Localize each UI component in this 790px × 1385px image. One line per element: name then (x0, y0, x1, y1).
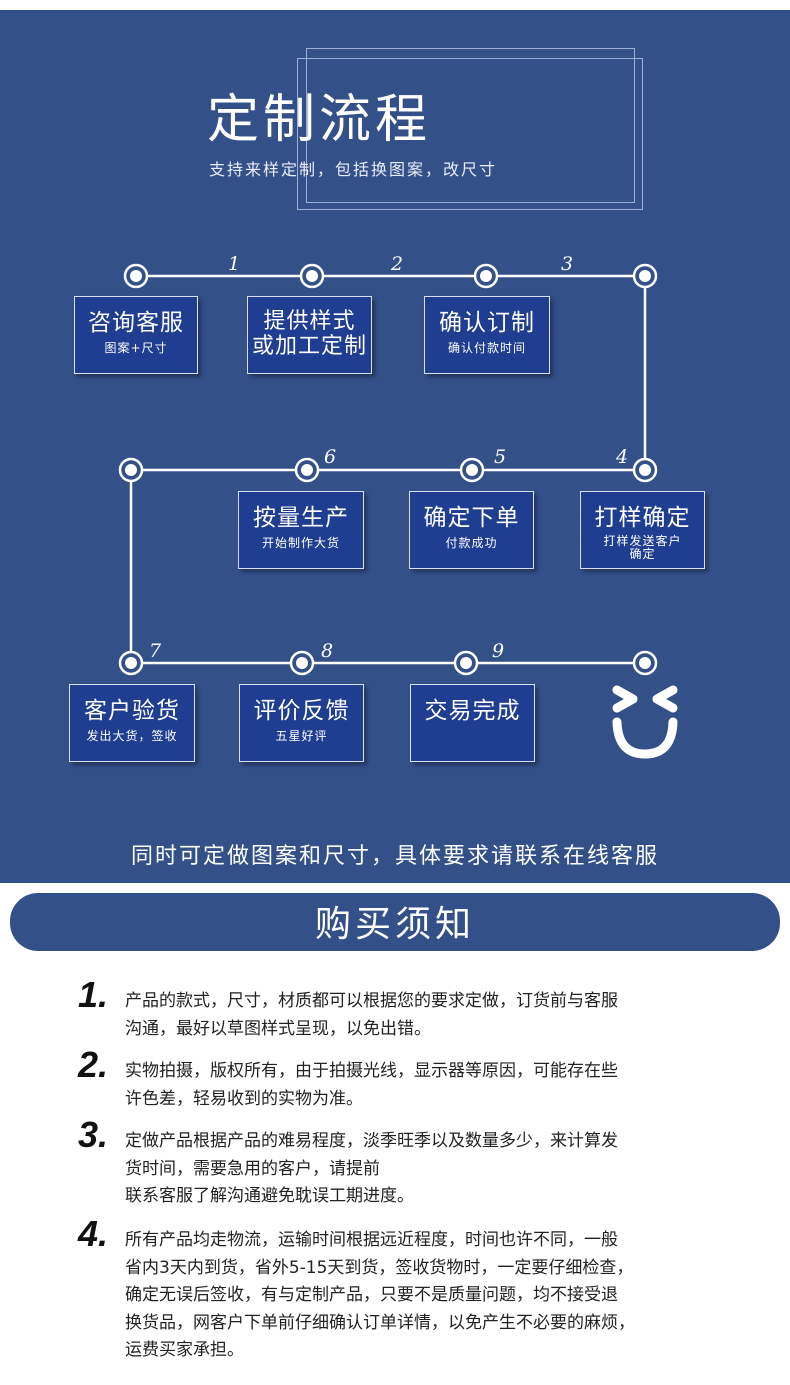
notice-item-text: 实物拍摄，版权所有，由于拍摄光线，显示器等原因，可能存在些 许色差，轻易收到的实… (125, 1058, 735, 1113)
step-title: 打样确定 (594, 505, 691, 531)
notice-line: 所有产品均走物流，运输时间根据远近程度，时间也许不同，一般 (125, 1230, 618, 1250)
step-title: 确认订制 (439, 310, 535, 336)
notice-line: 联系客服了解沟通避免耽误工期进度。 (125, 1186, 414, 1206)
flow-node-dot (473, 263, 499, 289)
page-subtitle: 支持来样定制，包括换图案，改尺寸 (209, 160, 498, 179)
step-subtitle-line: 打样发送客户 (603, 534, 682, 548)
step-number: 3 (561, 253, 574, 275)
flow-node-dot (299, 263, 325, 289)
step-number: 8 (321, 640, 334, 662)
notice-line: 沟通，最好以草图样式呈现，以免出错。 (125, 1018, 431, 1039)
step-box-produce: 按量生产 开始制作大货 (238, 491, 364, 569)
step-title: 客户验货 (84, 698, 180, 724)
step-title: 评价反馈 (253, 698, 350, 724)
step-number: 2 (391, 253, 404, 275)
step-box-complete: 交易完成 (410, 684, 535, 762)
step-box-place-order: 确定下单 付款成功 (409, 491, 534, 569)
notice-item-text: 所有产品均走物流，运输时间根据远近程度，时间也许不同，一般 省内3天内到货，省外… (125, 1227, 735, 1365)
step-title: 咨询客服 (88, 310, 184, 336)
flow-node-dot (289, 650, 315, 676)
flow-node-dot (118, 457, 144, 483)
step-subtitle: 付款成功 (445, 536, 498, 550)
step-box-sample: 打样确定 打样发送客户确定 (580, 491, 705, 569)
step-box-provide-sample: 提供样式或加工定制 (247, 296, 372, 374)
step-number: 6 (324, 446, 337, 468)
notice-line: 定做产品根据产品的难易程度，淡季旺季以及数量多少，来计算发 (125, 1131, 618, 1151)
notice-line: 产品的款式，尺寸，材质都可以根据您的要求定做，订货前与客服 (125, 991, 618, 1011)
step-box-consult: 咨询客服 图案+尺寸 (74, 296, 198, 374)
step-number: 1 (228, 253, 241, 275)
notice-line: 许色差，轻易收到的实物为准。 (125, 1088, 363, 1109)
title-frame-inner (306, 48, 635, 203)
step-title-line: 或加工定制 (251, 334, 367, 359)
flow-node-dot (294, 457, 320, 483)
step-subtitle-line: 确定 (629, 547, 656, 561)
flow-node-dot (123, 263, 149, 289)
step-title: 提供样式或加工定制 (248, 309, 371, 359)
notice-item-number: 3. (78, 1114, 109, 1155)
notice-item-text: 产品的款式，尺寸，材质都可以根据您的要求定做，订货前与客服 沟通，最好以草图样式… (125, 988, 735, 1043)
step-number: 7 (149, 640, 162, 662)
flow-node-dot (632, 650, 658, 676)
step-subtitle: 打样发送客户确定 (581, 535, 704, 561)
page-title: 定制流程 (207, 90, 432, 150)
step-number: 9 (492, 640, 505, 662)
step-title: 按量生产 (253, 505, 349, 531)
notice-line: 实物拍摄，版权所有，由于拍摄光线，显示器等原因，可能存在些 (125, 1061, 618, 1081)
step-title: 交易完成 (424, 698, 521, 724)
notice-line: 省内3天内到货，省外5-15天到货，签收货物时，一定要仔细检查， (125, 1257, 634, 1278)
notice-item-text: 定做产品根据产品的难易程度，淡季旺季以及数量多少，来计算发 货时间，需要急用的客… (125, 1128, 735, 1211)
step-subtitle: 五星好评 (275, 729, 328, 743)
step-title: 确定下单 (423, 505, 520, 531)
step-subtitle: 确认付款时间 (447, 341, 526, 355)
step-subtitle: 发出大货，签收 (86, 729, 178, 743)
flow-node-dot (459, 457, 485, 483)
contact-note: 同时可定做图案和尺寸，具体要求请联系在线客服 (130, 844, 659, 869)
step-box-confirm-order: 确认订制 确认付款时间 (424, 296, 550, 374)
flow-node-dot (118, 650, 144, 676)
notice-line: 确定无误后签收，有与定制产品，只要不是质量问题，均不接受退 (125, 1285, 618, 1305)
flow-node-dot (632, 263, 658, 289)
notice-item-number: 4. (78, 1213, 109, 1254)
step-subtitle: 开始制作大货 (261, 536, 340, 550)
notice-item-number: 2. (78, 1044, 109, 1085)
notice-line: 货时间，需要急用的客户，请提前 (125, 1158, 380, 1179)
step-box-review: 评价反馈 五星好评 (239, 684, 364, 762)
notice-title: 购买须知 (314, 904, 475, 945)
flow-node-dot (453, 650, 479, 676)
smiley-face-icon (612, 685, 678, 759)
step-subtitle: 图案+尺寸 (104, 341, 168, 355)
notice-line: 运费买家承担。 (125, 1340, 244, 1360)
step-number: 4 (616, 446, 629, 468)
step-title-line: 提供样式 (263, 309, 356, 334)
step-number: 5 (494, 446, 507, 468)
title-frame-outer (297, 58, 643, 210)
flow-connectors (118, 263, 678, 759)
flow-node-dot (632, 457, 658, 483)
step-box-inspect: 客户验货 发出大货，签收 (69, 684, 195, 762)
notice-banner (10, 893, 780, 951)
notice-line: 换货品，网客户下单前仔细确认订单详情，以免产生不必要的麻烦， (125, 1312, 635, 1333)
notice-item-number: 1. (78, 974, 109, 1015)
